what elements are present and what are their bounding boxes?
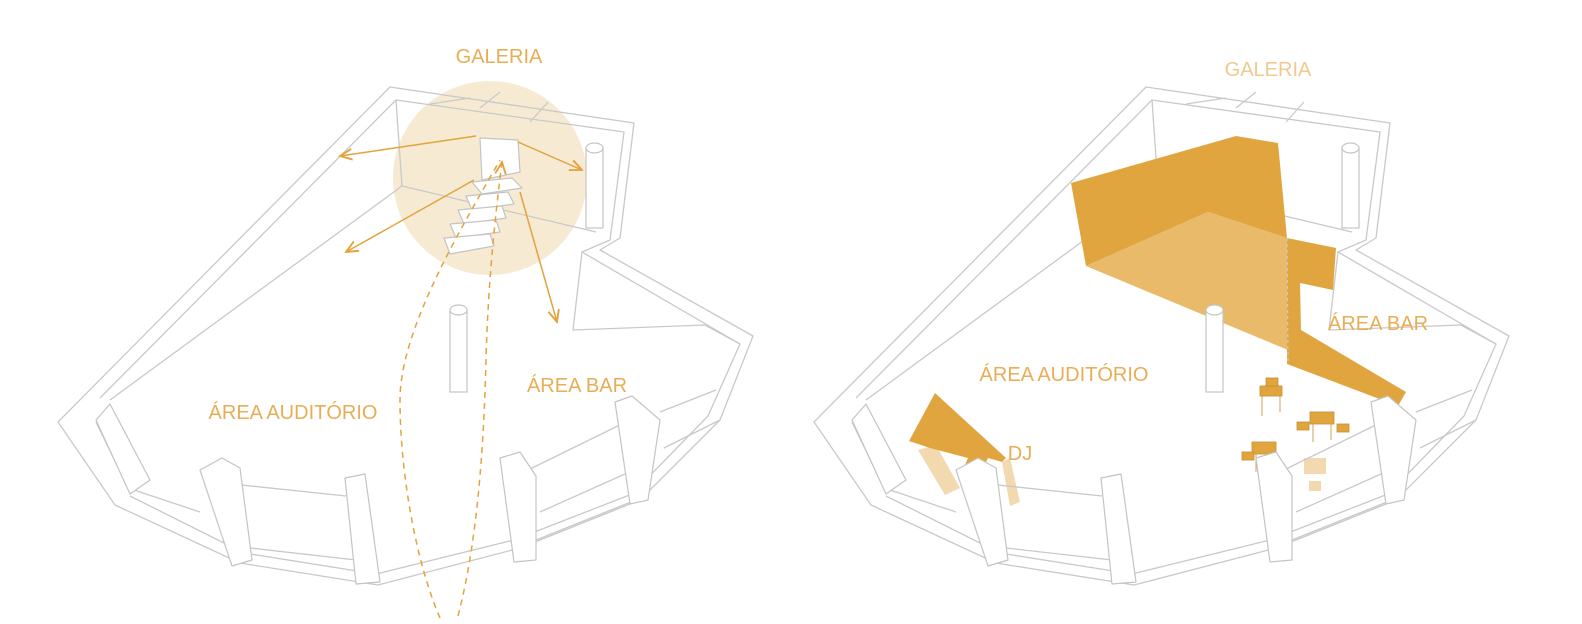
left-arrow-up-right (517, 141, 582, 170)
right-bar-furniture (1241, 377, 1350, 472)
dj-booth-body (909, 393, 1006, 478)
left-staircase (443, 137, 523, 255)
left-front-piers (95, 395, 661, 585)
left-label-area-auditorio: ÁREA AUDITÓRIO (209, 401, 378, 424)
mezzanine-right-strip (1287, 238, 1406, 406)
right-label-galeria: GALERIA (1225, 59, 1312, 81)
left-arrow-down-right (519, 191, 557, 322)
left-label-galeria: GALERIA (456, 46, 543, 68)
right-plan: GALERIA ÁREA AUDITÓRIO ÁREA BAR DJ (813, 59, 1510, 586)
left-arrow-down-left (346, 179, 475, 252)
left-column-center (449, 304, 468, 393)
right-column-back (1341, 142, 1360, 229)
left-bar-partition (572, 251, 741, 345)
left-label-area-bar: ÁREA BAR (527, 374, 627, 397)
right-orange-mezzanine (1071, 136, 1406, 406)
right-bar-partition (1328, 251, 1497, 345)
mezzanine-top-face (1071, 136, 1287, 266)
dj-booth-shadow (918, 445, 1020, 506)
mezzanine-floor-face (1086, 212, 1288, 350)
right-column-center (1205, 304, 1224, 393)
left-back-wall-face (109, 99, 597, 401)
right-gallery-beams (1185, 91, 1305, 123)
right-label-dj: DJ (1008, 443, 1032, 465)
left-plan: GALERIA ÁREA AUDITÓRIO ÁREA BAR (57, 46, 754, 619)
right-label-area-auditorio: ÁREA AUDITÓRIO (980, 363, 1149, 386)
left-column-back (585, 142, 604, 229)
left-gallery-beams (429, 91, 549, 123)
right-label-area-bar: ÁREA BAR (1328, 312, 1428, 335)
right-dj-booth (909, 393, 1020, 506)
right-bar-furniture-shadow (1304, 458, 1326, 491)
left-circulation-path-a (399, 159, 501, 619)
right-front-piers (851, 395, 1417, 585)
left-circulation-path-b (457, 162, 502, 617)
left-arrow-up-left (340, 135, 477, 156)
